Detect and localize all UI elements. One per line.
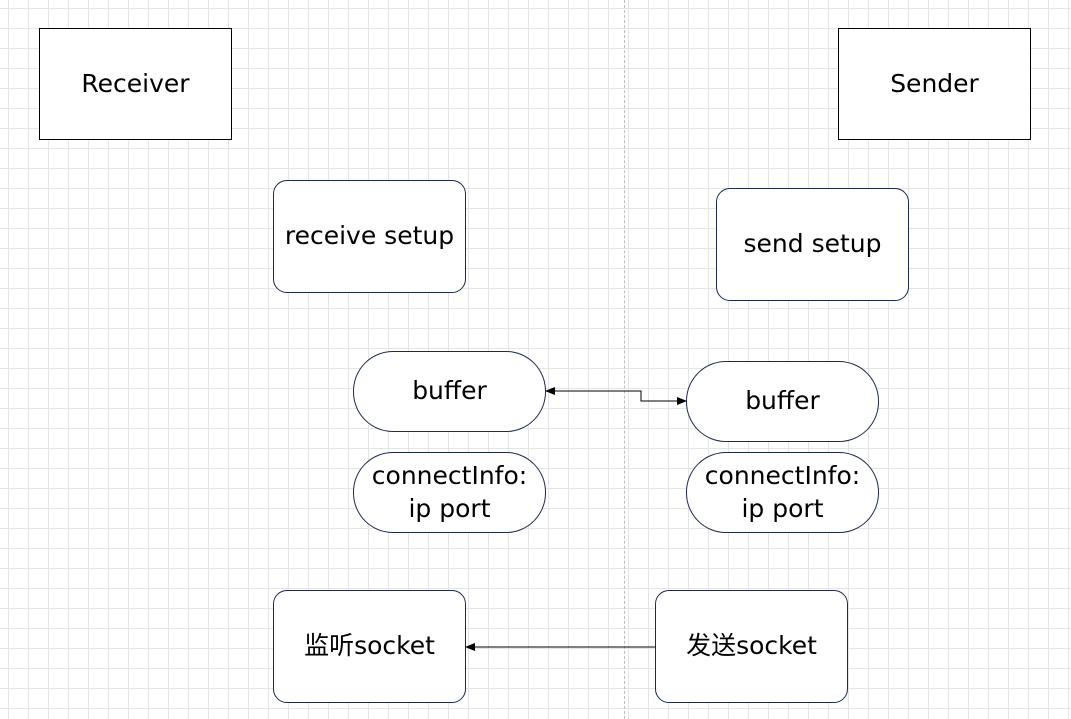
- listen-socket-label: 监听socket: [304, 631, 435, 661]
- receive-setup-node[interactable]: receive setup: [273, 180, 466, 293]
- send-socket-node[interactable]: 发送socket: [655, 590, 848, 703]
- receiver-label: Receiver: [81, 68, 190, 98]
- sender-connect-info-label: connectInfo: ip port: [704, 461, 861, 523]
- listen-socket-node[interactable]: 监听socket: [273, 590, 466, 703]
- send-socket-label: 发送socket: [686, 631, 817, 661]
- sender-label: Sender: [890, 68, 979, 98]
- send-setup-label: send setup: [743, 229, 882, 259]
- send-setup-node[interactable]: send setup: [716, 188, 909, 301]
- receiver-connect-info-label: connectInfo: ip port: [371, 461, 528, 523]
- lane-divider: [624, 0, 625, 719]
- buffer-link-edge[interactable]: [545, 387, 687, 405]
- sender-buffer-node[interactable]: buffer: [686, 361, 879, 442]
- receiver-buffer-label: buffer: [412, 376, 487, 406]
- receiver-buffer-node[interactable]: buffer: [353, 351, 546, 432]
- sender-connect-info-node[interactable]: connectInfo: ip port: [686, 452, 879, 533]
- sender-buffer-label: buffer: [745, 386, 820, 416]
- receiver-connect-info-node[interactable]: connectInfo: ip port: [353, 452, 546, 533]
- sender-node[interactable]: Sender: [838, 28, 1031, 140]
- receive-setup-label: receive setup: [284, 221, 455, 251]
- receiver-node[interactable]: Receiver: [39, 28, 232, 140]
